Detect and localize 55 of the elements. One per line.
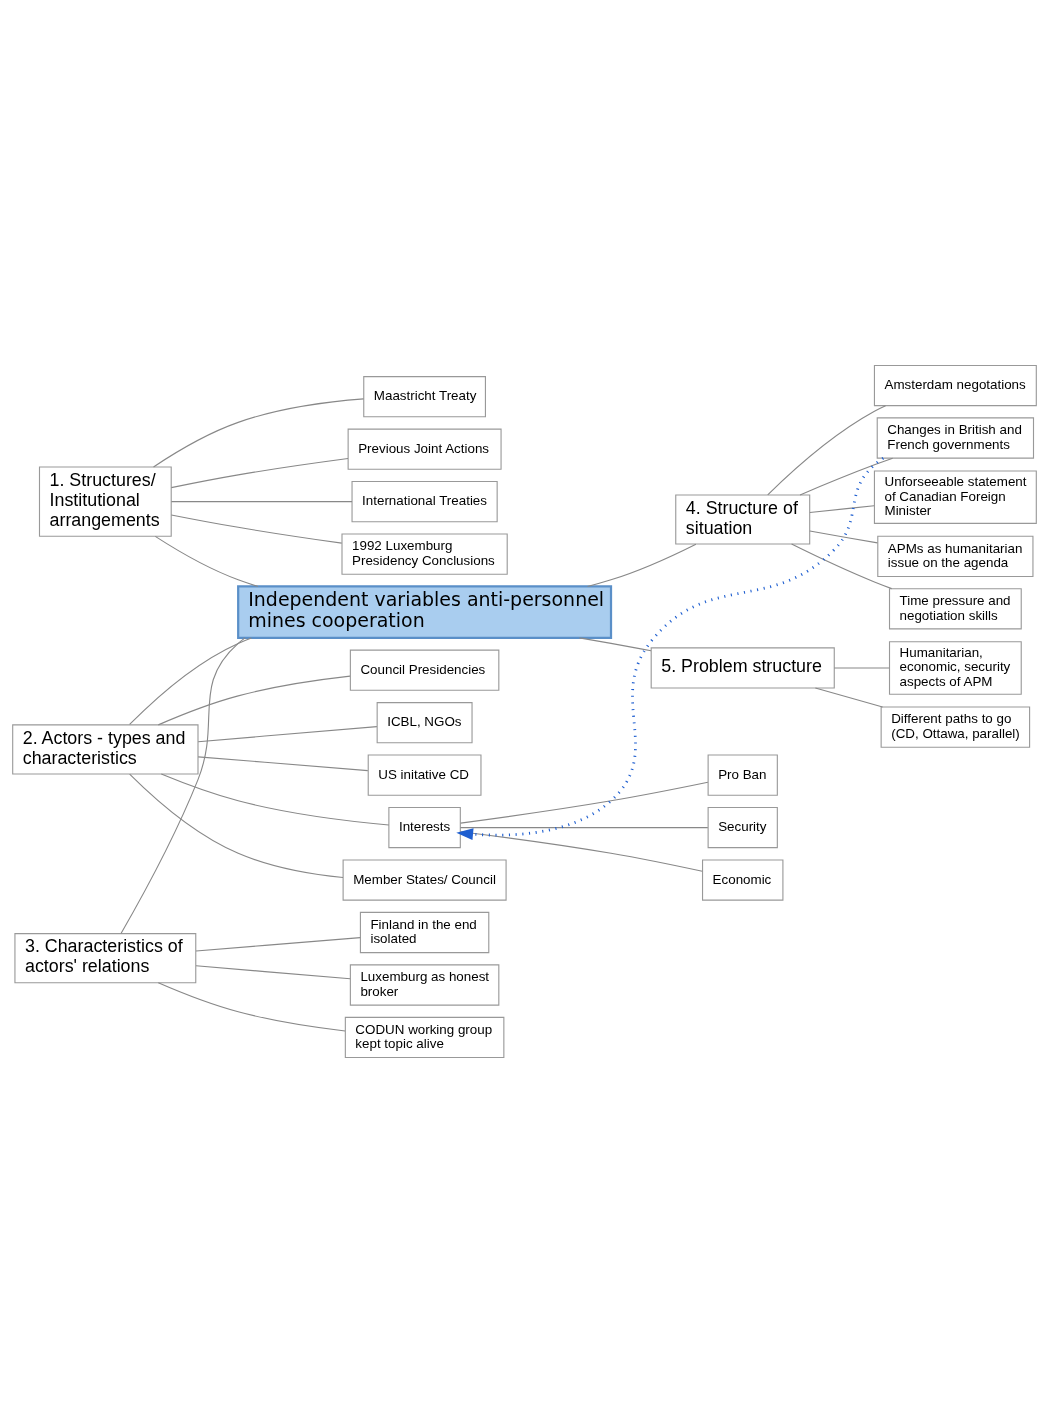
node-box: Different paths to go (CD, Ottawa, parallel) bbox=[880, 706, 1031, 748]
connector bbox=[833, 667, 890, 669]
node-box: Maastricht Treaty bbox=[363, 376, 486, 418]
connector bbox=[809, 505, 875, 514]
connector bbox=[157, 982, 346, 1032]
node-box: 1. Structures/ Institutional arrangements bbox=[38, 466, 172, 537]
connector bbox=[152, 398, 365, 468]
node-box: Interests bbox=[388, 806, 461, 849]
node-box: Finland in the end isolated bbox=[359, 911, 490, 954]
connector bbox=[129, 773, 344, 879]
connector bbox=[170, 501, 353, 503]
connector bbox=[791, 543, 893, 590]
node-box: 4. Structure of situation bbox=[675, 494, 811, 545]
connector bbox=[814, 687, 884, 708]
connector bbox=[578, 637, 652, 652]
node-box: Security bbox=[707, 806, 778, 849]
arrow bbox=[456, 457, 885, 841]
connector bbox=[170, 458, 349, 489]
node-box: 3. Characteristics of actors' relations bbox=[14, 933, 197, 984]
node-box: Humanitarian, economic, security aspects of APM bbox=[888, 641, 1022, 695]
node-box: ICBL, NGOs bbox=[376, 702, 473, 744]
connector bbox=[160, 773, 390, 826]
connector bbox=[809, 530, 878, 544]
connector bbox=[459, 827, 709, 829]
connector bbox=[120, 637, 246, 934]
node-box: Time pressure and negotiation skills bbox=[888, 588, 1022, 630]
connector bbox=[197, 756, 369, 772]
node-box: Unforseeable statement of Canadian Foreign Minister bbox=[873, 470, 1037, 524]
node-box: Independent variables anti-personnel mines cooperation bbox=[237, 585, 613, 639]
node-box: International Treaties bbox=[351, 481, 498, 523]
node-box: Pro Ban bbox=[707, 754, 778, 796]
connector bbox=[767, 405, 887, 496]
connector bbox=[586, 543, 697, 588]
node-box: Member States/ Council bbox=[342, 859, 507, 901]
connector bbox=[799, 457, 894, 496]
node-box: Previous Joint Actions bbox=[347, 428, 502, 470]
node-box: 1992 Luxemburg Presidency Conclusions bbox=[341, 533, 508, 575]
connector bbox=[195, 965, 351, 980]
node-box: Economic bbox=[702, 859, 784, 901]
node-box: CODUN working group kept topic alive bbox=[344, 1016, 505, 1059]
node-box: Amsterdam negotations bbox=[873, 364, 1037, 407]
node-box: Changes in British and French governments bbox=[876, 417, 1035, 459]
node-box: Luxemburg as honest broker bbox=[349, 964, 500, 1006]
connector bbox=[195, 937, 361, 952]
node-box: APMs as humanitarian issue on the agenda bbox=[877, 535, 1034, 577]
connector bbox=[154, 535, 259, 587]
node-box: 5. Problem structure bbox=[650, 647, 835, 689]
connector bbox=[197, 726, 378, 743]
node-box: Council Presidencies bbox=[349, 649, 500, 691]
connector bbox=[460, 781, 709, 824]
connector bbox=[157, 675, 351, 726]
connector bbox=[170, 514, 343, 544]
node-box: US initative CD bbox=[367, 754, 482, 796]
connector bbox=[129, 637, 252, 726]
node-box: 2. Actors - types and characteristics bbox=[12, 724, 199, 775]
